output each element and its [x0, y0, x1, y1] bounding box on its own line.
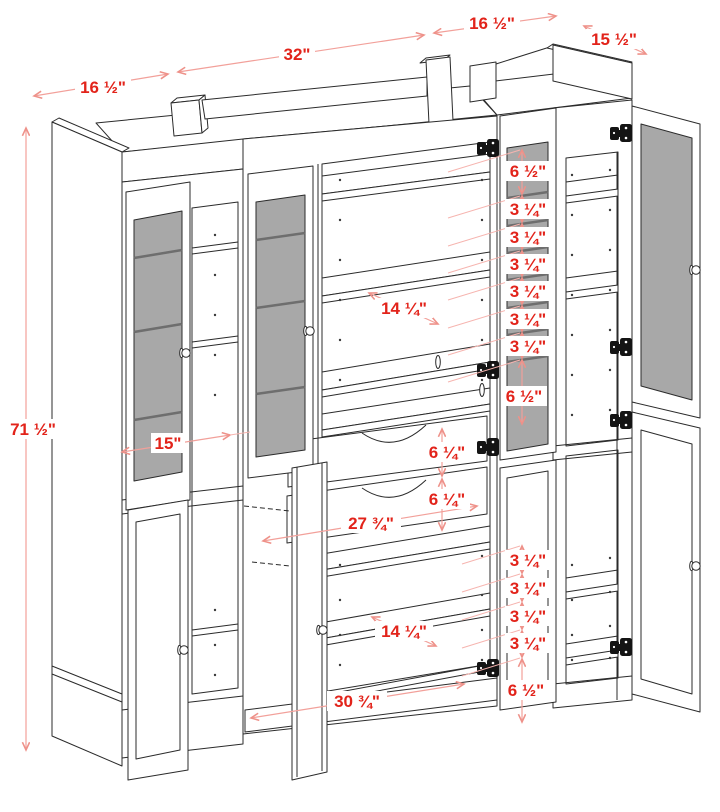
- dim-label-pin-spacing: 3 ¼": [505, 578, 551, 598]
- dim-label-bottom-width: 30 ¾": [327, 691, 387, 711]
- svg-text:3 ¼": 3 ¼": [510, 310, 546, 329]
- dim-label-pin-spacing: 3 ¼": [505, 550, 551, 570]
- svg-text:15 ½": 15 ½": [591, 30, 637, 49]
- dim-label-overall-height: 71 ½": [6, 419, 60, 439]
- svg-text:3 ¼": 3 ¼": [510, 200, 546, 219]
- dim-label-pin-spacing: 3 ¼": [505, 199, 551, 219]
- dim-label-center-width: 32": [279, 44, 315, 64]
- svg-text:3 ¼": 3 ¼": [510, 337, 546, 356]
- dim-label-top-depth: 15 ½": [586, 29, 642, 49]
- knob-icon: [316, 624, 328, 636]
- dim-label-lower-shelf-depth: 14 ¼": [375, 621, 433, 641]
- knob-icon: [303, 325, 315, 337]
- left-tower: [121, 168, 244, 781]
- dim-label-drawer-height-1: 6 ¼": [424, 442, 470, 462]
- dim-label-left-shelf-width: 15": [151, 433, 185, 453]
- knob-icon: [177, 644, 189, 656]
- shelf-pin-holes: [213, 168, 612, 677]
- svg-text:3 ¼": 3 ¼": [510, 228, 546, 247]
- dim-label-drawer-height-2: 6 ¼": [424, 489, 470, 509]
- svg-text:14 ¼": 14 ¼": [381, 622, 427, 641]
- svg-text:3 ¼": 3 ¼": [510, 579, 546, 598]
- dim-label-upper-gap-bottom: 6 ½": [501, 386, 547, 406]
- svg-text:27 ¾": 27 ¾": [348, 514, 394, 533]
- svg-text:3 ¼": 3 ¼": [510, 634, 546, 653]
- dim-label-top-left-width: 16 ½": [75, 77, 131, 97]
- right-swing-doors: [631, 105, 701, 713]
- knob-icon: [689, 560, 701, 572]
- svg-text:6 ½": 6 ½": [508, 681, 544, 700]
- dim-label-pin-spacing: 3 ¼": [505, 254, 551, 274]
- svg-text:3 ¼": 3 ¼": [510, 551, 546, 570]
- dim-label-pin-spacing: 3 ¼": [505, 281, 551, 301]
- dim-label-pin-spacing: 3 ¼": [505, 227, 551, 247]
- svg-text:16 ½": 16 ½": [80, 78, 126, 97]
- dim-label-pin-spacing: 3 ¼": [505, 606, 551, 626]
- svg-text:3 ¼": 3 ¼": [510, 282, 546, 301]
- left-side-panel: [51, 117, 130, 767]
- right-tower: [552, 99, 633, 709]
- dim-label-pin-spacing: 3 ¼": [505, 633, 551, 653]
- dim-label-pin-spacing: 3 ¼": [505, 309, 551, 329]
- svg-text:32": 32": [284, 45, 311, 64]
- dim-label-upper-shelf-depth: 14 ¼": [375, 298, 433, 318]
- svg-text:71 ½": 71 ½": [10, 420, 56, 439]
- svg-text:16 ½": 16 ½": [469, 14, 515, 33]
- svg-text:30 ¾": 30 ¾": [334, 692, 380, 711]
- dim-label-upper-gap-top: 6 ½": [505, 161, 551, 181]
- dim-label-drawer-width: 27 ¾": [341, 513, 401, 533]
- knob-icon: [179, 347, 191, 359]
- svg-text:3 ¼": 3 ¼": [510, 255, 546, 274]
- svg-text:14 ¼": 14 ¼": [381, 299, 427, 318]
- dimension-labels: 16 ½" 32" 16 ½" 15 ½" 71 ½" 15" 14 ¼" 6 …: [6, 13, 642, 711]
- dim-label-top-right-width: 16 ½": [464, 13, 520, 33]
- svg-text:6 ¼": 6 ¼": [429, 490, 465, 509]
- svg-text:15": 15": [155, 434, 182, 453]
- svg-text:6 ¼": 6 ¼": [429, 443, 465, 462]
- svg-text:3 ¼": 3 ¼": [510, 607, 546, 626]
- dim-label-pin-spacing: 3 ¼": [505, 336, 551, 356]
- dim-label-lower-gap-bottom: 6 ½": [503, 680, 549, 700]
- svg-text:6 ½": 6 ½": [506, 387, 542, 406]
- svg-text:6 ½": 6 ½": [510, 162, 546, 181]
- knob-icon: [689, 264, 701, 276]
